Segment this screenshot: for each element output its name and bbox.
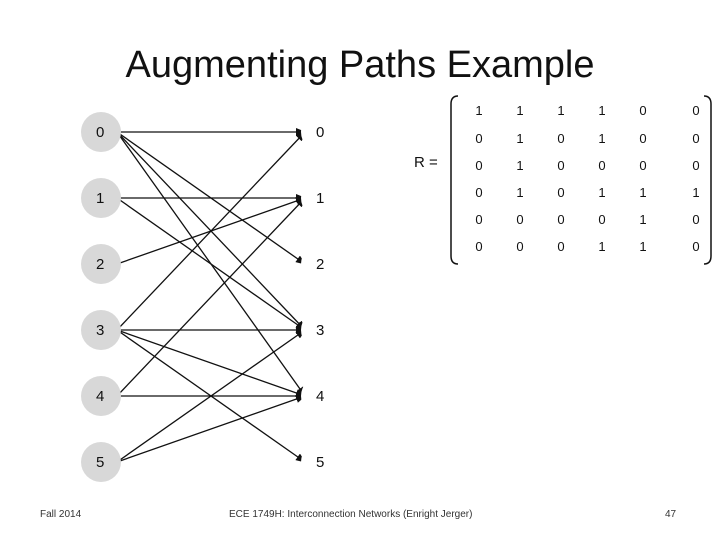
left-node-1: 1 bbox=[81, 178, 121, 218]
matrix-cell-r3-c2: 0 bbox=[557, 185, 564, 200]
right-node-2-circle bbox=[301, 244, 341, 284]
matrix-label: R = bbox=[414, 154, 438, 171]
right-node-1-circle bbox=[301, 178, 341, 218]
matrix-cell-r3-c4: 1 bbox=[639, 185, 646, 200]
matrix-cell-r1-c5: 0 bbox=[692, 131, 699, 146]
right-node-2-label: 2 bbox=[316, 256, 324, 273]
matrix-cell-r3-c1: 1 bbox=[516, 185, 523, 200]
matrix-cell-r4-c1: 0 bbox=[516, 212, 523, 227]
matrix-cell-r1-c3: 1 bbox=[598, 131, 605, 146]
nodes: 0 1 2 3 4 5 0 1 2 3 4 5 bbox=[81, 112, 341, 482]
matrix-cell-r5-c0: 0 bbox=[475, 239, 482, 254]
matrix-cell-r2-c1: 1 bbox=[516, 158, 523, 173]
right-node-3: 3 bbox=[301, 310, 341, 350]
left-node-3-circle bbox=[81, 310, 121, 350]
footer-course: ECE 1749H: Interconnection Networks (Enr… bbox=[229, 509, 473, 520]
right-node-1: 1 bbox=[301, 178, 341, 218]
matrix-cell-r1-c0: 0 bbox=[475, 131, 482, 146]
edge-0-to-2 bbox=[116, 131, 306, 265]
right-node-5-label: 5 bbox=[316, 454, 324, 471]
left-node-2-label: 2 bbox=[96, 256, 104, 273]
right-node-0-circle bbox=[301, 112, 341, 152]
matrix-cell-r3-c3: 1 bbox=[598, 185, 605, 200]
left-node-5: 5 bbox=[81, 442, 121, 482]
matrix-left-bracket bbox=[450, 95, 459, 265]
matrix-cell-r5-c4: 1 bbox=[639, 239, 646, 254]
matrix-cell-r2-c3: 0 bbox=[598, 158, 605, 173]
right-node-3-circle bbox=[301, 310, 341, 350]
slide-title: Augmenting Paths Example bbox=[125, 44, 595, 86]
right-node-4: 4 bbox=[301, 376, 341, 416]
right-node-5-circle bbox=[301, 442, 341, 482]
left-node-1-label: 1 bbox=[96, 190, 104, 207]
matrix-cell-r5-c2: 0 bbox=[557, 239, 564, 254]
right-node-5: 5 bbox=[301, 442, 341, 482]
matrix-r: R = 1 1 1 1 0 0 0 1 0 1 0 0 0 1 0 0 0 0 0 1 0 1 1 1 0 0 0 0 1 0 0 0 0 1 1 0 bbox=[414, 95, 712, 265]
left-node-2-circle bbox=[81, 244, 121, 284]
right-node-4-label: 4 bbox=[316, 388, 324, 405]
matrix-cell-r5-c5: 0 bbox=[692, 239, 699, 254]
right-node-4-circle bbox=[301, 376, 341, 416]
edge-4-to-1 bbox=[116, 197, 306, 397]
right-node-0: 0 bbox=[301, 112, 341, 152]
left-node-4-circle bbox=[81, 376, 121, 416]
matrix-cell-r4-c4: 1 bbox=[639, 212, 646, 227]
matrix-cell-r4-c2: 0 bbox=[557, 212, 564, 227]
matrix-cell-r3-c0: 0 bbox=[475, 185, 482, 200]
matrix-cell-r0-c2: 1 bbox=[557, 103, 564, 118]
matrix-cell-r2-c5: 0 bbox=[692, 158, 699, 173]
right-node-2: 2 bbox=[301, 244, 341, 284]
matrix-cell-r2-c0: 0 bbox=[475, 158, 482, 173]
left-node-5-label: 5 bbox=[96, 454, 104, 471]
matrix-cell-r0-c4: 0 bbox=[639, 103, 646, 118]
edge-3-to-0 bbox=[116, 131, 306, 331]
footer-date: Fall 2014 bbox=[40, 509, 82, 520]
matrix-cell-r4-c3: 0 bbox=[598, 212, 605, 227]
left-node-5-circle bbox=[81, 442, 121, 482]
edge-5-to-4 bbox=[116, 395, 306, 463]
matrix-cell-r1-c4: 0 bbox=[639, 131, 646, 146]
matrix-cell-r2-c4: 0 bbox=[639, 158, 646, 173]
matrix-cell-r1-c1: 1 bbox=[516, 131, 523, 146]
matrix-cell-r1-c2: 0 bbox=[557, 131, 564, 146]
right-node-3-label: 3 bbox=[316, 322, 324, 339]
matrix-cell-r4-c0: 0 bbox=[475, 212, 482, 227]
matrix-cell-r0-c1: 1 bbox=[516, 103, 523, 118]
left-node-4-label: 4 bbox=[96, 388, 104, 405]
edge-5-to-3 bbox=[116, 329, 306, 463]
edges bbox=[116, 128, 306, 463]
matrix-right-bracket bbox=[703, 95, 712, 265]
matrix-cell-r0-c5: 0 bbox=[692, 103, 699, 118]
matrix-cell-r5-c3: 1 bbox=[598, 239, 605, 254]
matrix-cell-r0-c3: 1 bbox=[598, 103, 605, 118]
matrix-cell-r3-c5: 1 bbox=[692, 185, 699, 200]
matrix-cells: 1 1 1 1 0 0 0 1 0 1 0 0 0 1 0 0 0 0 0 1 0 1 1 1 0 0 0 0 1 0 0 0 0 1 1 0 bbox=[475, 103, 699, 254]
matrix-cell-r5-c1: 0 bbox=[516, 239, 523, 254]
left-node-0-label: 0 bbox=[96, 124, 104, 141]
left-node-4: 4 bbox=[81, 376, 121, 416]
edge-1-to-3 bbox=[116, 197, 306, 331]
matrix-cell-r4-c5: 0 bbox=[692, 212, 699, 227]
edge-3-to-4 bbox=[116, 329, 306, 397]
left-node-3-label: 3 bbox=[96, 322, 104, 339]
right-node-1-label: 1 bbox=[316, 190, 324, 207]
right-node-0-label: 0 bbox=[316, 124, 324, 141]
matrix-cell-r2-c2: 0 bbox=[557, 158, 564, 173]
left-node-1-circle bbox=[81, 178, 121, 218]
left-node-2: 2 bbox=[81, 244, 121, 284]
left-node-3: 3 bbox=[81, 310, 121, 350]
left-node-0: 0 bbox=[81, 112, 121, 152]
left-node-0-circle bbox=[81, 112, 121, 152]
page-number: 47 bbox=[665, 509, 677, 520]
matrix-cell-r0-c0: 1 bbox=[475, 103, 482, 118]
